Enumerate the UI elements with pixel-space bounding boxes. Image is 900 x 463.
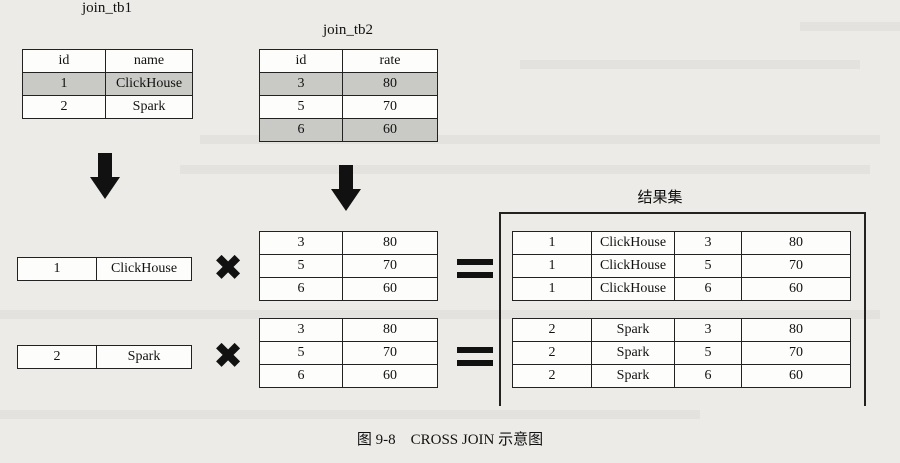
table-row: 5 70: [259, 341, 438, 365]
table-cell: 1: [512, 231, 592, 255]
table-cell: 5: [259, 341, 343, 365]
table-cell: 60: [342, 118, 438, 142]
table-cell: 6: [259, 277, 343, 301]
result-table: 1 ClickHouse 3 80 1 ClickHouse 5 70 1 Cl…: [512, 231, 851, 301]
table-cell: 80: [342, 72, 438, 96]
table-cell: 70: [741, 341, 851, 365]
table-cell: 70: [342, 95, 438, 119]
header-cell: rate: [342, 49, 438, 73]
table-cell: 80: [342, 318, 438, 342]
equals-icon: [457, 259, 493, 279]
table-row: 3 80: [259, 318, 438, 342]
table-cell: 5: [674, 341, 742, 365]
down-arrow-icon: [90, 153, 120, 199]
left-row-table: 1 ClickHouse: [17, 257, 192, 281]
table-cell: 6: [674, 277, 742, 301]
table-cell: 2: [512, 364, 592, 388]
header-cell: name: [105, 49, 193, 73]
cross-multiply-icon: ✖: [213, 336, 244, 377]
join-tb1-title: join_tb1: [81, 0, 132, 16]
table-cell: 70: [342, 254, 438, 278]
table-row: 1 ClickHouse 5 70: [512, 254, 851, 278]
table-row: 3 80: [259, 231, 438, 255]
table-row: 3 80: [259, 72, 438, 96]
table-row: 1 ClickHouse 6 60: [512, 277, 851, 301]
table-cell: 70: [342, 341, 438, 365]
cross-multiply-icon: ✖: [213, 248, 244, 289]
table-cell: 6: [259, 364, 343, 388]
header-cell: id: [259, 49, 343, 73]
table-cell: 5: [259, 254, 343, 278]
table-row: 1 ClickHouse: [17, 257, 192, 281]
table-row: 1 ClickHouse: [22, 72, 193, 96]
table-cell: 5: [259, 95, 343, 119]
table-cell: 3: [674, 318, 742, 342]
table-cell: 60: [342, 277, 438, 301]
table-cell: 1: [22, 72, 106, 96]
result-set-frame: [499, 212, 866, 406]
table-cell: 2: [17, 345, 97, 369]
down-arrow-icon: [331, 165, 361, 211]
table-cell: 1: [17, 257, 97, 281]
table-row: 2 Spark 6 60: [512, 364, 851, 388]
table-cell: 3: [259, 318, 343, 342]
join-tb2-table: id rate 3 80 5 70 6 60: [259, 49, 438, 142]
table-header-row: id name: [22, 49, 193, 73]
table-cell: 80: [741, 318, 851, 342]
table-cell: 2: [512, 341, 592, 365]
table-row: 5 70: [259, 254, 438, 278]
table-cell: Spark: [105, 95, 193, 119]
table-cell: 1: [512, 254, 592, 278]
table-cell: Spark: [96, 345, 192, 369]
table-cell: Spark: [591, 364, 675, 388]
table-cell: 6: [259, 118, 343, 142]
table-cell: 80: [342, 231, 438, 255]
table-cell: 6: [674, 364, 742, 388]
table-cell: 60: [342, 364, 438, 388]
table-row: 6 60: [259, 364, 438, 388]
table-cell: Spark: [591, 318, 675, 342]
table-row: 2 Spark: [17, 345, 192, 369]
table-cell: ClickHouse: [96, 257, 192, 281]
table-header-row: id rate: [259, 49, 438, 73]
table-cell: 1: [512, 277, 592, 301]
table-row: 2 Spark: [22, 95, 193, 119]
table-row: 6 60: [259, 118, 438, 142]
table-cell: 70: [741, 254, 851, 278]
table-cell: ClickHouse: [591, 277, 675, 301]
table-cell: 3: [259, 231, 343, 255]
table-cell: 3: [674, 231, 742, 255]
equals-icon: [457, 347, 493, 367]
table-cell: 80: [741, 231, 851, 255]
table-row: 1 ClickHouse 3 80: [512, 231, 851, 255]
result-table: 2 Spark 3 80 2 Spark 5 70 2 Spark 6 60: [512, 318, 851, 388]
table-row: 2 Spark 5 70: [512, 341, 851, 365]
table-cell: ClickHouse: [591, 254, 675, 278]
right-table: 3 80 5 70 6 60: [259, 318, 438, 388]
join-tb2-title: join_tb2: [322, 22, 373, 38]
join-tb1-table: id name 1 ClickHouse 2 Spark: [22, 49, 193, 119]
figure-caption: 图 9-8 CROSS JOIN 示意图: [356, 432, 544, 448]
table-cell: 2: [22, 95, 106, 119]
table-cell: 2: [512, 318, 592, 342]
table-cell: Spark: [591, 341, 675, 365]
table-cell: ClickHouse: [591, 231, 675, 255]
table-cell: 5: [674, 254, 742, 278]
table-row: 6 60: [259, 277, 438, 301]
result-set-title: 结果集: [637, 190, 683, 206]
header-cell: id: [22, 49, 106, 73]
table-row: 5 70: [259, 95, 438, 119]
right-table: 3 80 5 70 6 60: [259, 231, 438, 301]
table-cell: ClickHouse: [105, 72, 193, 96]
left-row-table: 2 Spark: [17, 345, 192, 369]
table-cell: 60: [741, 364, 851, 388]
table-row: 2 Spark 3 80: [512, 318, 851, 342]
table-cell: 60: [741, 277, 851, 301]
table-cell: 3: [259, 72, 343, 96]
